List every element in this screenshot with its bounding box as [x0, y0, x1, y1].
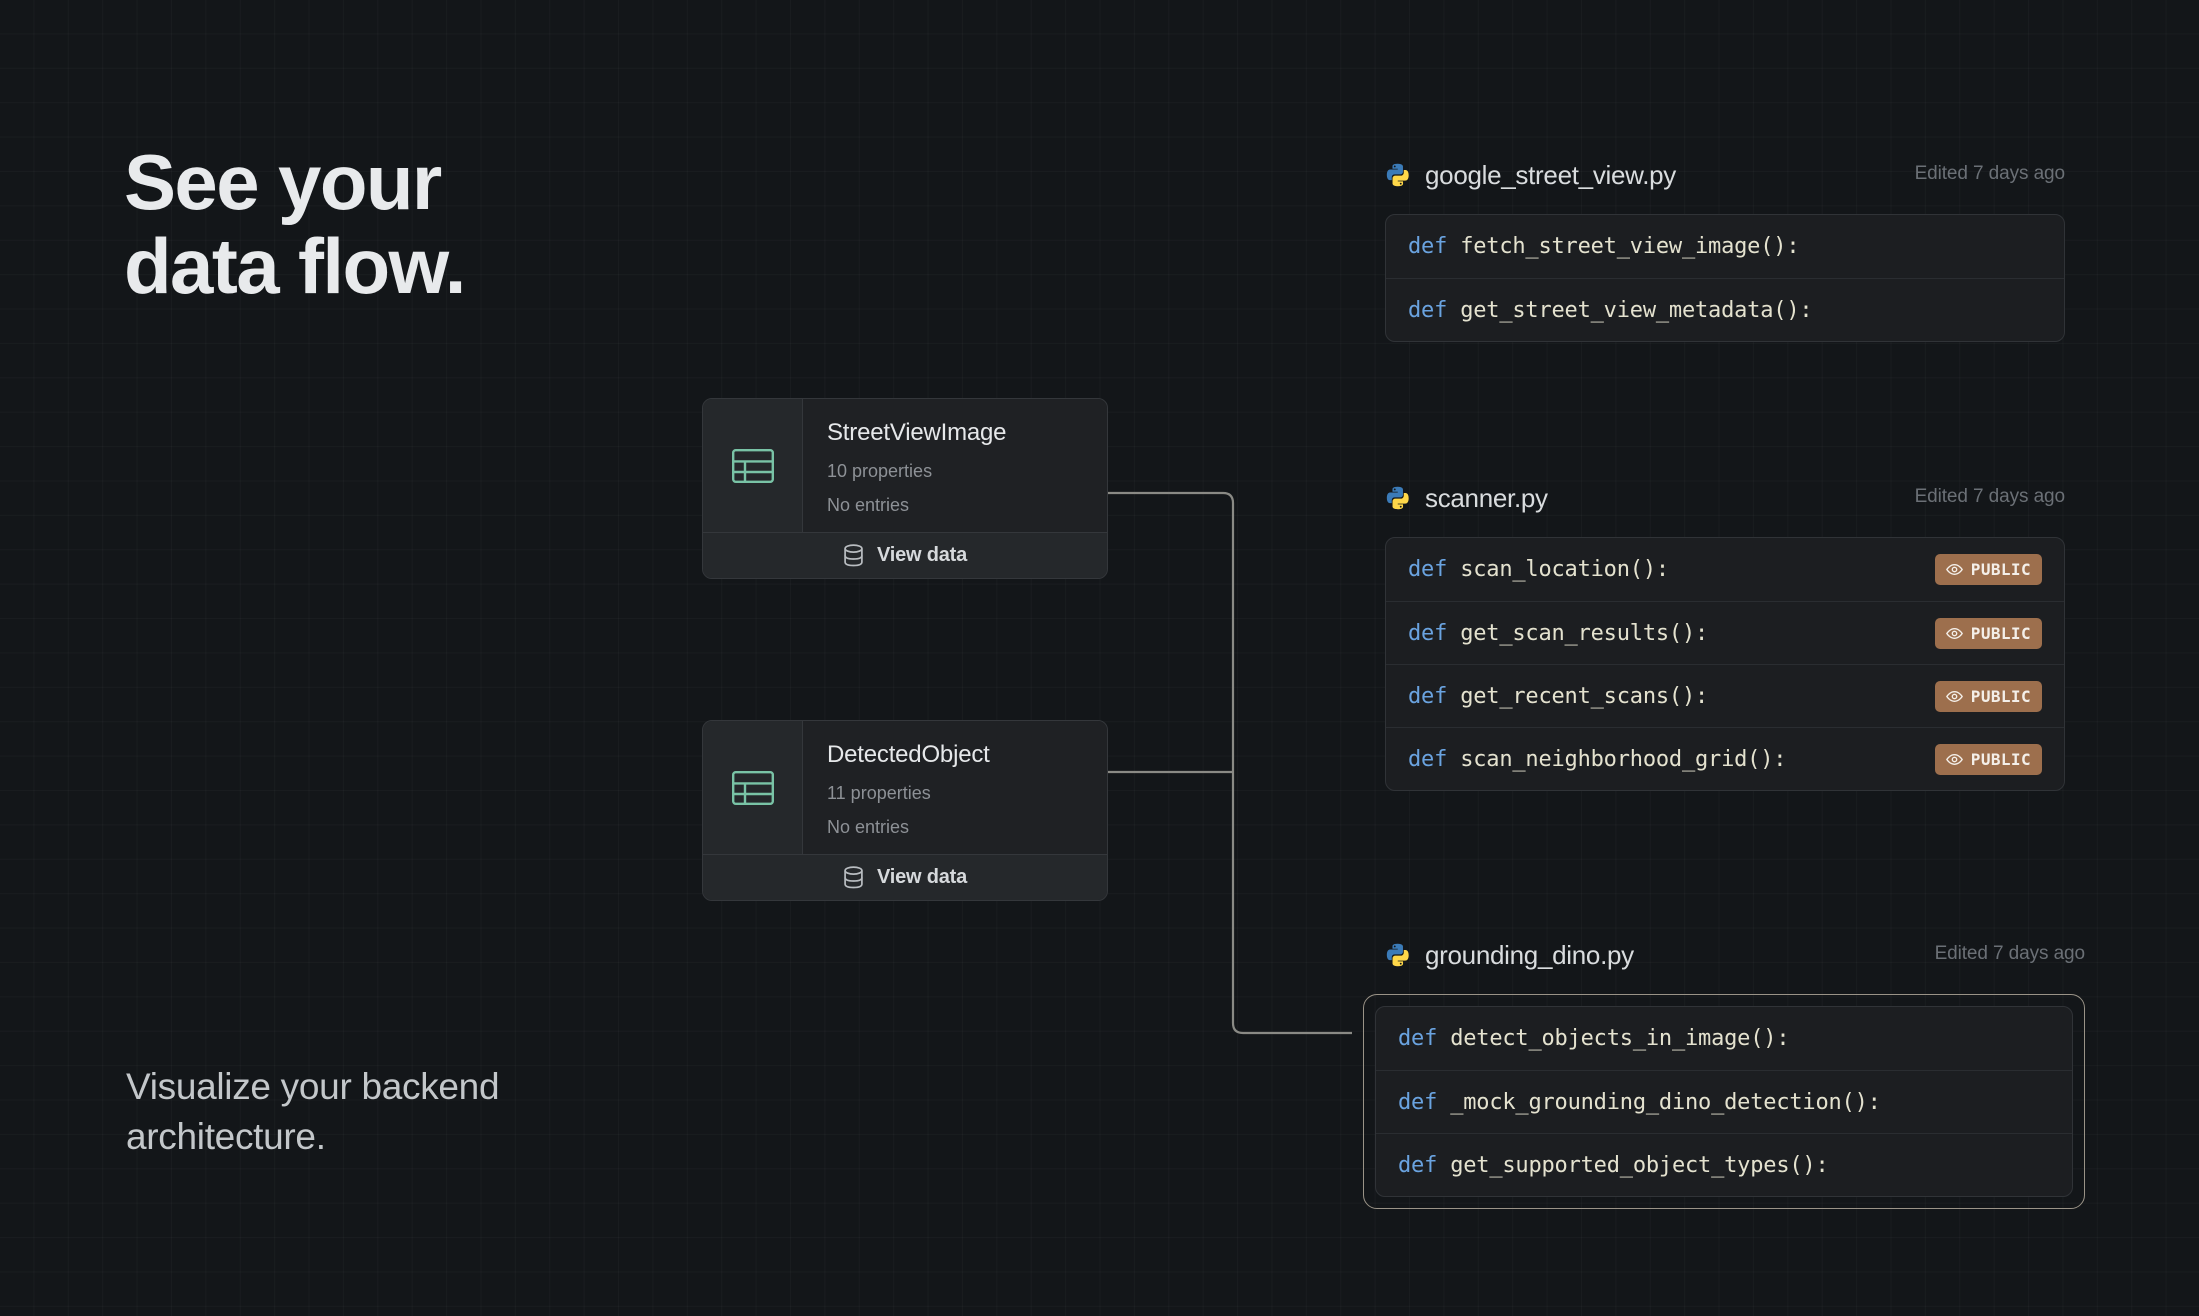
file-name: google_street_view.py [1425, 159, 1676, 190]
visibility-badge[interactable]: PUBLIC [1934, 743, 2042, 775]
file-edited-timestamp: Edited 7 days ago [1914, 486, 2066, 507]
visibility-badge[interactable]: PUBLIC [1934, 617, 2042, 649]
def-keyword: def [1398, 1089, 1438, 1115]
file-edited-timestamp: Edited 7 days ago [1914, 163, 2066, 184]
function-list: def fetch_street_view_image(): def get_s… [1385, 214, 2065, 342]
file-panel-grounding-dino[interactable]: grounding_dino.py Edited 7 days ago def … [1363, 938, 2085, 1209]
visibility-badge-label: PUBLIC [1970, 749, 2031, 769]
function-row[interactable]: def detect_objects_in_image(): [1376, 1007, 2072, 1070]
eye-icon [1945, 753, 1963, 765]
file-edited-timestamp: Edited 7 days ago [1934, 943, 2086, 964]
file-panel-header: grounding_dino.py Edited 7 days ago [1385, 938, 2085, 972]
file-panel-google-street-view[interactable]: google_street_view.py Edited 7 days ago … [1385, 158, 2065, 342]
function-signature: def scan_location(): [1408, 557, 1669, 582]
function-signature: def get_street_view_metadata(): [1408, 297, 1813, 323]
function-name: scan_neighborhood_grid(): [1460, 746, 1787, 772]
function-name: get_street_view_metadata(): [1460, 297, 1813, 323]
def-keyword: def [1408, 746, 1448, 772]
function-name: scan_location(): [1460, 557, 1669, 582]
subline-line-1: Visualize your backend [126, 1066, 500, 1107]
file-panel-header: google_street_view.py Edited 7 days ago [1385, 158, 2065, 192]
connector-streetviewimage [1108, 491, 1352, 1035]
function-row[interactable]: def scan_location(): PUBLIC [1386, 538, 2064, 601]
function-signature: def _mock_grounding_dino_detection(): [1398, 1090, 1881, 1115]
python-icon [1386, 486, 1409, 510]
table-card-entries: No entries [827, 495, 910, 515]
function-row[interactable]: def get_recent_scans(): PUBLIC [1386, 664, 2064, 727]
function-signature: def scan_neighborhood_grid(): [1408, 746, 1787, 772]
file-name: scanner.py [1425, 482, 1548, 513]
table-card-top: DetectedObject 11 properties No entries [703, 721, 1107, 854]
table-card-body: StreetViewImage 10 properties No entries [803, 399, 1107, 532]
subline-line-2: architecture. [126, 1115, 326, 1157]
function-list: def detect_objects_in_image(): def _mock… [1375, 1006, 2073, 1197]
eye-icon [1945, 627, 1963, 639]
table-card-properties: 10 properties [827, 461, 933, 481]
visibility-badge[interactable]: PUBLIC [1934, 554, 2042, 585]
view-data-label: View data [876, 544, 968, 566]
def-keyword: def [1408, 620, 1448, 646]
function-name: get_supported_object_types(): [1450, 1152, 1829, 1178]
table-card-entries: No entries [827, 817, 910, 837]
function-signature: def get_supported_object_types(): [1398, 1153, 1829, 1178]
visibility-badge-label: PUBLIC [1970, 686, 2031, 706]
table-card-properties: 11 properties [827, 783, 931, 803]
function-name: fetch_street_view_image(): [1460, 234, 1800, 259]
headline-line-1: See your [124, 138, 442, 226]
function-row[interactable]: def fetch_street_view_image(): [1386, 215, 2064, 278]
def-keyword: def [1398, 1026, 1438, 1051]
def-keyword: def [1408, 234, 1448, 259]
function-signature: def fetch_street_view_image(): [1408, 234, 1800, 259]
table-icon-column [703, 399, 803, 532]
function-signature: def detect_objects_in_image(): [1398, 1026, 1790, 1051]
headline-line-2: data flow. [124, 222, 466, 311]
table-card-top: StreetViewImage 10 properties No entries [703, 399, 1107, 532]
visibility-badge[interactable]: PUBLIC [1934, 680, 2042, 712]
database-icon [844, 544, 863, 567]
function-name: get_recent_scans(): [1460, 683, 1709, 709]
def-keyword: def [1408, 297, 1448, 323]
function-list: def scan_location(): PUBLIC def get_scan… [1385, 537, 2065, 791]
file-panel-scanner[interactable]: scanner.py Edited 7 days ago def scan_lo… [1385, 481, 2065, 791]
table-icon [731, 448, 774, 483]
function-row[interactable]: def get_street_view_metadata(): [1386, 278, 2064, 341]
table-card-streetviewimage[interactable]: StreetViewImage 10 properties No entries… [702, 398, 1108, 579]
python-icon [1386, 163, 1409, 187]
table-icon [731, 770, 774, 805]
def-keyword: def [1398, 1152, 1438, 1178]
function-name: _mock_grounding_dino_detection(): [1450, 1089, 1881, 1115]
table-card-body: DetectedObject 11 properties No entries [803, 721, 1107, 854]
function-row[interactable]: def scan_neighborhood_grid(): PUBLIC [1386, 727, 2064, 790]
database-icon [844, 866, 863, 889]
view-data-button[interactable]: View data [703, 532, 1107, 578]
file-panel-header: scanner.py Edited 7 days ago [1385, 481, 2065, 515]
file-name: grounding_dino.py [1425, 939, 1634, 970]
visibility-badge-label: PUBLIC [1970, 623, 2031, 643]
page-subtitle: Visualize your backend architecture. [126, 1062, 500, 1161]
view-data-button[interactable]: View data [703, 854, 1107, 900]
table-card-title: DetectedObject [827, 741, 990, 768]
function-row[interactable]: def get_scan_results(): PUBLIC [1386, 601, 2064, 664]
function-name: get_scan_results(): [1460, 620, 1709, 646]
eye-icon [1945, 690, 1963, 702]
eye-icon [1945, 564, 1963, 575]
table-card-title: StreetViewImage [827, 419, 1007, 446]
function-row[interactable]: def get_supported_object_types(): [1376, 1133, 2072, 1196]
view-data-label: View data [876, 866, 968, 888]
function-signature: def get_recent_scans(): [1408, 684, 1708, 709]
table-card-detectedobject[interactable]: DetectedObject 11 properties No entries … [702, 720, 1108, 901]
python-icon [1386, 943, 1409, 967]
table-icon-column [703, 721, 803, 854]
function-row[interactable]: def _mock_grounding_dino_detection(): [1376, 1070, 2072, 1133]
selection-highlight: def detect_objects_in_image(): def _mock… [1363, 994, 2085, 1209]
page-title: See your data flow. [124, 138, 466, 311]
def-keyword: def [1408, 557, 1448, 582]
function-signature: def get_scan_results(): [1408, 621, 1708, 646]
def-keyword: def [1408, 683, 1448, 709]
visibility-badge-label: PUBLIC [1970, 560, 2031, 579]
function-name: detect_objects_in_image(): [1450, 1026, 1790, 1051]
